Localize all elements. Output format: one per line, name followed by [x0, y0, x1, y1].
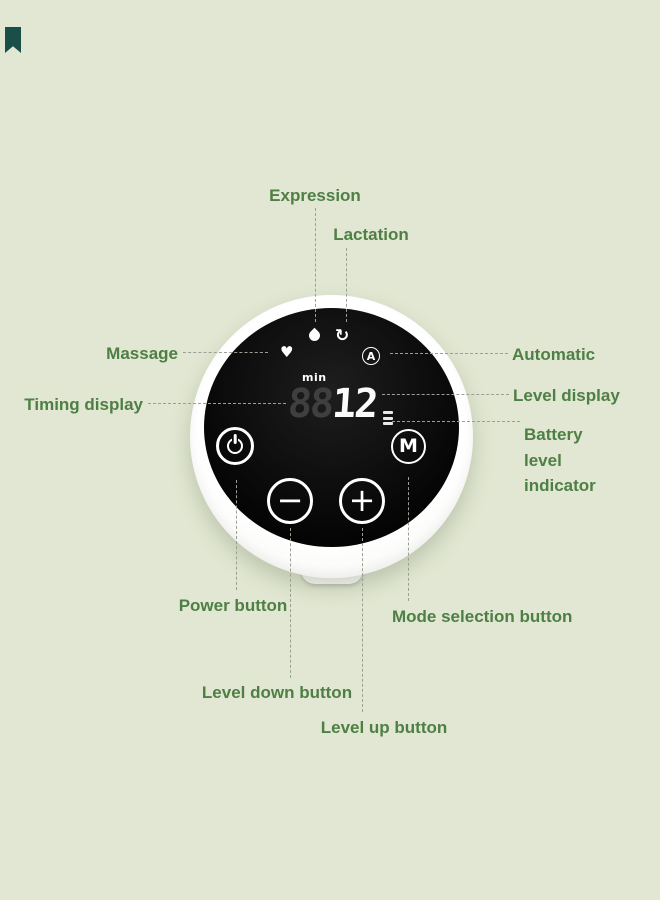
callout-level-down-button: Level down button: [201, 683, 353, 702]
callout-lactation: Lactation: [333, 225, 409, 244]
callout-line-battery-indicator: [392, 421, 520, 422]
callout-line-level-down: [290, 528, 291, 678]
massage-heart-icon: ♥: [280, 343, 294, 361]
callout-level-display: Level display: [513, 386, 620, 405]
timing-digits: 88: [286, 381, 334, 427]
callout-expression: Expression: [269, 186, 361, 205]
callout-line-automatic: [390, 353, 508, 354]
callout-power-button: Power button: [178, 596, 288, 615]
automatic-mode-icon: A: [362, 347, 380, 365]
callout-line-expression: [315, 208, 316, 322]
minutes-unit-label: min: [302, 371, 327, 384]
timer-level-display: 88 12: [286, 381, 378, 427]
callout-timing-display: Timing display: [24, 395, 143, 414]
power-button-icon: [216, 427, 254, 465]
level-down-button-icon: −: [267, 478, 313, 524]
callout-automatic: Automatic: [512, 345, 596, 364]
callout-line-level-display: [382, 394, 509, 395]
callout-level-up-button: Level up button: [320, 718, 448, 737]
callout-line-power-button: [236, 480, 237, 590]
lactation-cycle-icon: ↻: [335, 326, 350, 346]
expression-drop-icon: [306, 327, 323, 344]
callout-line-mode-button: [408, 477, 409, 601]
device-display-panel: ♥ ↻ A min 88 12 M − +: [204, 308, 459, 547]
callout-line-timing-display: [148, 403, 286, 404]
level-digits: 12: [330, 381, 378, 427]
callout-battery-level-indicator: Battery level indicator: [524, 425, 596, 495]
battery-level-indicator-icon: [383, 410, 393, 427]
callout-line-level-up: [362, 528, 363, 712]
callout-mode-selection-button: Mode selection button: [392, 607, 573, 626]
corner-ribbon-decoration: [5, 27, 21, 53]
callout-line-lactation: [346, 248, 347, 322]
mode-button-icon: M: [391, 429, 426, 464]
callout-massage: Massage: [106, 344, 178, 363]
level-up-button-icon: +: [339, 478, 385, 524]
power-symbol: [227, 438, 243, 454]
callout-line-massage: [183, 352, 268, 353]
